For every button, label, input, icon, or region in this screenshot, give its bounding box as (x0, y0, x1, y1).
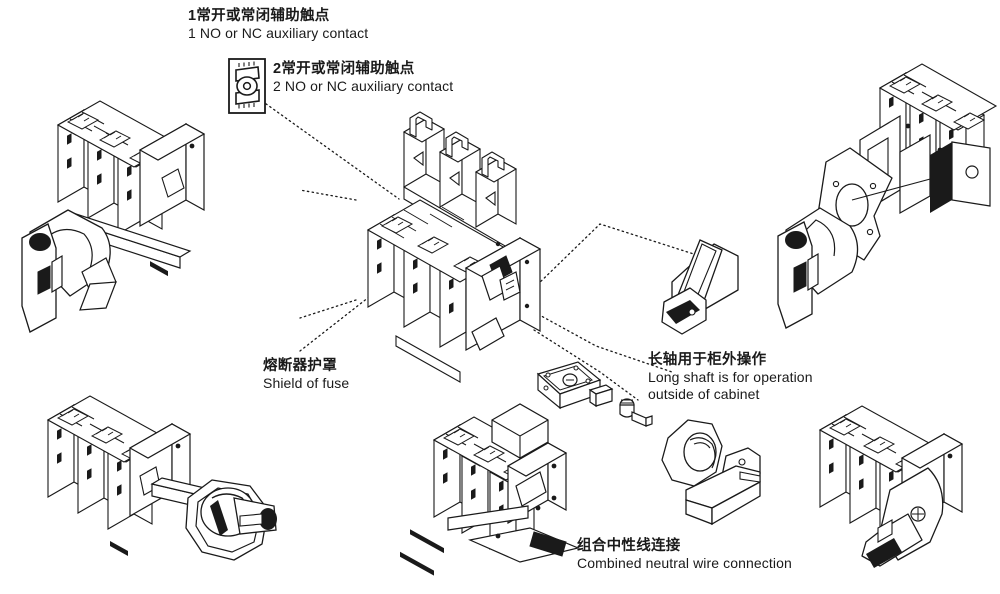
callout-neutral-connection: 组合中性线连接 Combined neutral wire connection (577, 538, 792, 572)
switch-with-long-shaft-and-handle (21, 100, 206, 333)
leader-line-main-left (299, 189, 357, 201)
leader-line-handle-lower (533, 311, 673, 373)
operating-handle-lever (661, 239, 739, 335)
leader-lines-group (261, 100, 701, 401)
switch-with-direct-handle (818, 405, 964, 568)
callout-aux-contact-2-en: 2 NO or NC auxiliary contact (273, 78, 454, 94)
callout-long-shaft-en-line2: outside of cabinet (648, 386, 760, 402)
callout-neutral-connection-en: Combined neutral wire connection (577, 555, 792, 571)
callout-fuse-shield-en: Shield of fuse (263, 375, 350, 391)
callout-long-shaft-cn: 长轴用于柜外操作 (648, 352, 767, 368)
leader-line-parts (533, 329, 639, 401)
auxiliary-contact-block-icon (228, 58, 266, 114)
escutcheon-ring (661, 419, 723, 487)
callout-aux-contact-2: 2常开或常闭辅助触点 2 NO or NC auxiliary contact (273, 61, 453, 95)
switch-with-escutcheon-plate-and-handle (777, 63, 998, 329)
leader-line-main-left-lower (299, 299, 357, 319)
coupling-pin (619, 398, 653, 427)
callout-fuse-shield: 熔断器护罩 Shield of fuse (263, 358, 349, 392)
escutcheon-mounting-plate (536, 361, 602, 410)
callout-fuse-shield-cn: 熔断器护罩 (263, 358, 337, 374)
leader-line-fuse-shield (299, 296, 370, 352)
square-shaft-bar (588, 384, 614, 408)
callout-aux-contact-1: 1常开或常闭辅助触点 1 NO or NC auxiliary contact (188, 8, 368, 42)
switch-with-combined-neutral-connection (432, 403, 580, 563)
leader-line-auxiliary-contact (261, 100, 400, 200)
main-fuse-switch-disconnector-3-pole (366, 111, 542, 576)
callout-long-shaft: 长轴用于柜外操作 Long shaft is for operation out… (648, 352, 813, 403)
callout-aux-contact-1-cn: 1常开或常闭辅助触点 (188, 8, 330, 24)
callout-aux-contact-1-en: 1 NO or NC auxiliary contact (188, 25, 369, 41)
callout-neutral-connection-cn: 组合中性线连接 (577, 538, 681, 554)
switch-with-rotary-handle (46, 395, 277, 561)
handle-grip-lever (685, 447, 761, 526)
callout-aux-contact-2-cn: 2常开或常闭辅助触点 (273, 61, 415, 77)
callout-long-shaft-en-line1: Long shaft is for operation (648, 369, 813, 385)
leader-line-handle-upper (533, 223, 701, 289)
